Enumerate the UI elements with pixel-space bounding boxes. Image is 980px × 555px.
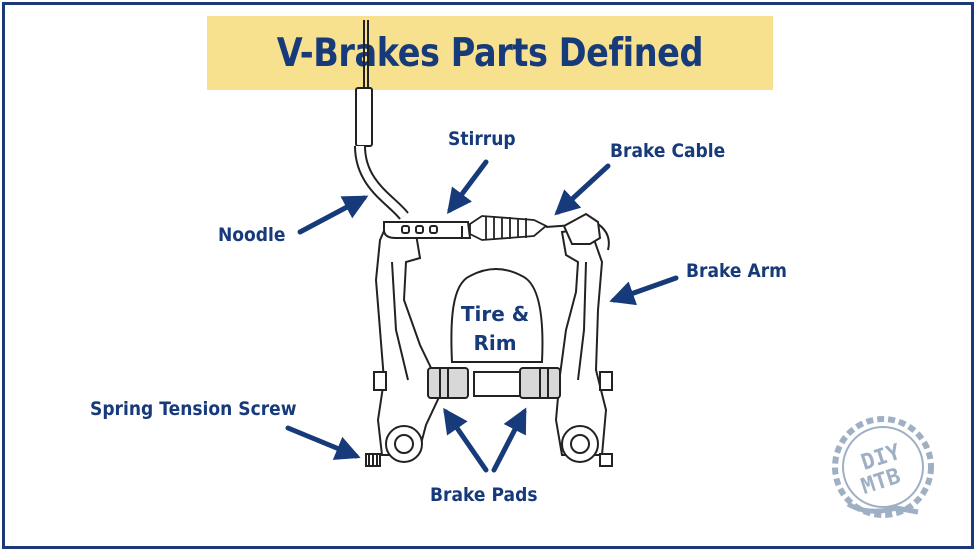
title-highlight: V-Brakes Parts Defined — [207, 16, 773, 90]
stirrup-arrow — [447, 159, 489, 214]
cable-housing — [354, 20, 409, 220]
border-frame — [2, 2, 974, 549]
label-brake-cable: Brake Cable — [610, 140, 726, 162]
label-spring-tension-screw: Spring Tension Screw — [90, 398, 297, 420]
left-brake-pad — [427, 367, 469, 399]
cable-boot — [469, 215, 548, 241]
label-brake-arm: Brake Arm — [686, 260, 787, 282]
label-brake-pads: Brake Pads — [430, 484, 538, 506]
left-brake-arm — [373, 221, 442, 456]
label-tire-rim-line1: Tire & — [460, 302, 530, 326]
cable-clamp — [562, 212, 610, 251]
left-pivot — [385, 425, 423, 463]
brake-pads-arrow-right — [491, 407, 527, 473]
stirrup-graphic — [383, 221, 472, 239]
label-tire-rim-line2: Rim — [473, 331, 517, 355]
right-brake-arm — [554, 226, 613, 456]
noodle-arrow — [297, 195, 369, 235]
label-tire-rim: Tire & Rim — [452, 300, 538, 358]
spring-tension-screw-graphic — [365, 453, 381, 467]
right-brake-pad — [519, 367, 561, 399]
brake-arm-arrow — [609, 275, 679, 306]
brake-pads-arrow-left — [443, 407, 489, 473]
label-noodle: Noodle — [218, 224, 286, 246]
right-pivot — [561, 425, 613, 467]
tire-rim-graphic — [450, 268, 544, 397]
brake-cable-arrow — [554, 163, 611, 216]
page-title: V-Brakes Parts Defined — [276, 30, 704, 76]
spring-tension-arrow — [285, 425, 361, 460]
label-stirrup: Stirrup — [448, 128, 516, 150]
diy-mtb-logo: DIY MTB — [832, 416, 934, 518]
